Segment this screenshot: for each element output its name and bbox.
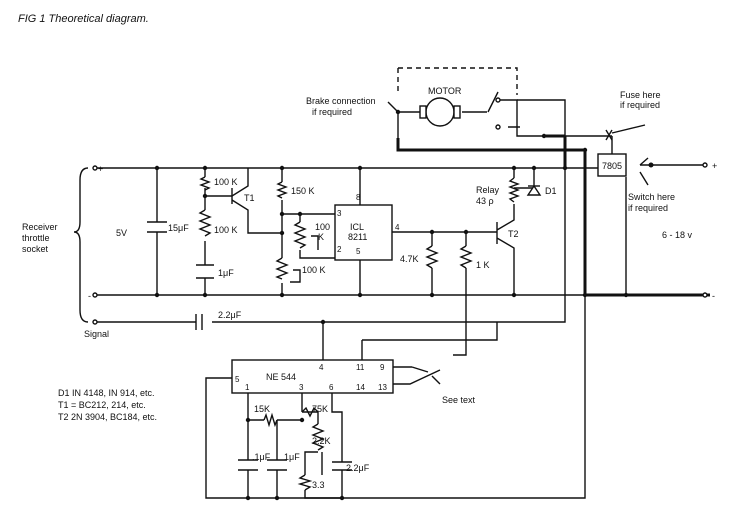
res-100k-a — [199, 176, 211, 191]
plus-in-label: + — [98, 164, 103, 174]
input-brace — [73, 167, 89, 323]
diode-d1 — [526, 184, 542, 196]
minus-in-label: - — [88, 291, 91, 301]
r75k-label: 75K — [312, 404, 328, 414]
relay-label-2: 43 ρ — [476, 196, 494, 206]
icl-label-1: ICL — [350, 222, 364, 232]
cap-01uf — [238, 459, 258, 471]
ne-pin-5: 5 — [235, 375, 240, 384]
res-75k — [301, 406, 319, 418]
t1-label: T1 — [244, 193, 255, 203]
fuse-label-2: if required — [620, 100, 660, 110]
pot-100k-b — [275, 257, 289, 280]
regulator-label: 7805 — [602, 161, 622, 171]
ne-pin-3: 3 — [299, 383, 304, 392]
r15k-label: 15K — [254, 404, 270, 414]
supply-switch — [639, 157, 649, 166]
c01uf-label: .1μF — [252, 452, 271, 462]
relay-contacts — [487, 91, 501, 130]
t2-label: T2 — [508, 229, 519, 239]
cap-15uf — [147, 221, 167, 233]
minus-out-label: - — [712, 291, 715, 301]
relay-label-1: Relay — [476, 185, 500, 195]
icl-pin-8: 8 — [356, 193, 361, 202]
icl-pin-5: 5 — [356, 247, 361, 256]
pot100k-b-label: 100 K — [302, 265, 326, 275]
r33-label: 3.3 — [312, 480, 325, 490]
res-150k — [276, 181, 288, 199]
res-1k — [459, 245, 473, 269]
parts-line-2: T1 = BC212, 214, etc. — [58, 400, 146, 410]
brake-arrow — [387, 101, 399, 113]
5v-label: 5V — [116, 228, 127, 238]
receiver-label-2: throttle — [22, 233, 50, 243]
fuse-label-1: Fuse here — [620, 90, 661, 100]
ne-pin-11: 11 — [356, 363, 365, 372]
motor-label: MOTOR — [428, 86, 462, 96]
pot-100k-a — [293, 221, 307, 249]
icl-label-2: 8211 — [348, 232, 367, 242]
r47k-label: 4.7K — [400, 254, 419, 264]
ne-pin-4: 4 — [319, 363, 324, 372]
plus-out-label: + — [712, 161, 717, 171]
brake-label-1: Brake connection — [306, 96, 376, 106]
fuse-mark — [605, 129, 613, 141]
supply-voltage-label: 6 - 18 v — [662, 230, 693, 240]
ne-pin-14: 14 — [356, 383, 365, 392]
pot100k-label-1: 100 — [315, 222, 330, 232]
regulator-7805 — [597, 153, 627, 177]
ne544-chip — [231, 359, 394, 394]
icl-pin-3: 3 — [337, 209, 342, 218]
cap-1uf — [196, 264, 214, 279]
pot100k-label-2: K — [318, 232, 324, 242]
see-text-arrow — [431, 375, 441, 385]
ne-pin-1: 1 — [245, 383, 250, 392]
note-arrows — [611, 124, 649, 186]
res-22k — [311, 423, 325, 451]
switch-label-2: if required — [628, 203, 668, 213]
res-33 — [297, 474, 313, 491]
receiver-label-3: socket — [22, 244, 49, 254]
parts-line-1: D1 IN 4148, IN 914, etc. — [58, 388, 155, 398]
icl-pin-2: 2 — [337, 245, 342, 254]
receiver-label-1: Receiver — [22, 222, 58, 232]
ne544-label: NE 544 — [266, 372, 296, 382]
r100k-b-label: 100 K — [214, 225, 238, 235]
see-text-label: See text — [442, 395, 476, 405]
d1-label: D1 — [545, 186, 557, 196]
res-15k — [263, 412, 278, 428]
ne-pin-6: 6 — [329, 383, 334, 392]
signal-label: Signal — [84, 329, 109, 339]
res-4k7 — [425, 245, 439, 269]
brake-dashed-link — [398, 67, 518, 95]
cap-22uf-signal — [195, 314, 203, 330]
icl-pin-4: 4 — [395, 223, 400, 232]
motor-symbol — [419, 97, 461, 127]
r22k-label: 2.2K — [312, 436, 331, 446]
switch-label-1: Switch here — [628, 192, 675, 202]
figure-title: FIG 1 Theoretical diagram. — [18, 13, 149, 25]
c22uf-a-label: 2.2μF — [218, 310, 242, 320]
relay-coil — [508, 177, 520, 203]
cap-22uf-b — [332, 461, 352, 471]
r1k-label: 1 K — [476, 260, 490, 270]
c22uf-b-label: 2.2μF — [346, 463, 370, 473]
cap-1uf-b — [267, 459, 287, 471]
res-100k-b — [198, 209, 212, 237]
brake-label-2: if required — [312, 107, 352, 117]
c15uf-label: 15μF — [168, 223, 189, 233]
ne-pin-13: 13 — [378, 383, 387, 392]
icl8211-chip — [334, 204, 393, 261]
parts-line-3: T2 2N 3904, BC184, etc. — [58, 412, 157, 422]
c1uf-label: 1μF — [218, 268, 234, 278]
r100k-a-label: 100 K — [214, 177, 238, 187]
r150k-label: 150 K — [291, 186, 315, 196]
c1uf-b-label: 1μF — [284, 452, 300, 462]
ne-pin-9: 9 — [380, 363, 385, 372]
